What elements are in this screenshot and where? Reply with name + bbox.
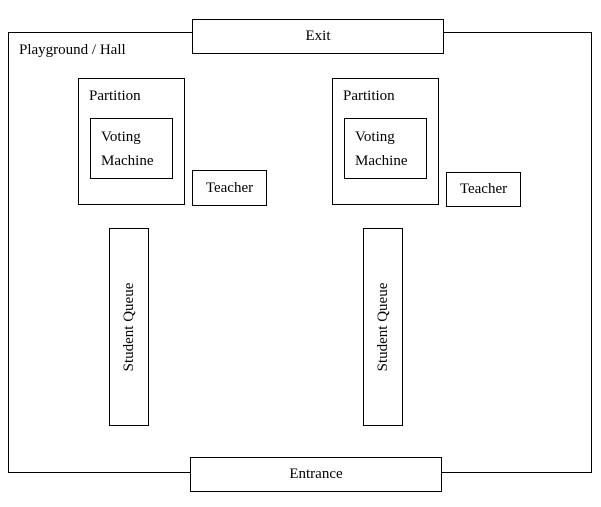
- teacher-right: Teacher: [446, 172, 521, 207]
- hall-label: Playground / Hall: [19, 42, 126, 58]
- entrance-box: Entrance: [190, 457, 442, 492]
- student-queue-label: Student Queue: [121, 282, 137, 372]
- teacher-label: Teacher: [205, 179, 254, 196]
- student-queue-left: Student Queue: [109, 228, 149, 426]
- teacher-label: Teacher: [459, 181, 508, 197]
- student-queue-label: Student Queue: [375, 282, 391, 372]
- exit-label: Exit: [305, 28, 331, 44]
- partition-label: Partition: [343, 88, 395, 104]
- voting-machine-line-1: Voting: [101, 129, 141, 145]
- voting-machine-label: Voting Machine: [101, 125, 153, 173]
- teacher-left: Teacher: [192, 170, 267, 206]
- entrance-label: Entrance: [289, 466, 343, 482]
- voting-machine-line-2: Machine: [101, 153, 154, 169]
- voting-machine-left: Voting Machine: [90, 118, 173, 179]
- voting-machine-right: Voting Machine: [344, 118, 427, 179]
- voting-machine-line-1: Voting: [355, 129, 395, 145]
- student-queue-right: Student Queue: [363, 228, 403, 426]
- partition-label: Partition: [89, 88, 141, 104]
- exit-box: Exit: [192, 19, 444, 54]
- voting-machine-label: Voting Machine: [355, 125, 407, 173]
- voting-machine-line-2: Machine: [355, 153, 408, 169]
